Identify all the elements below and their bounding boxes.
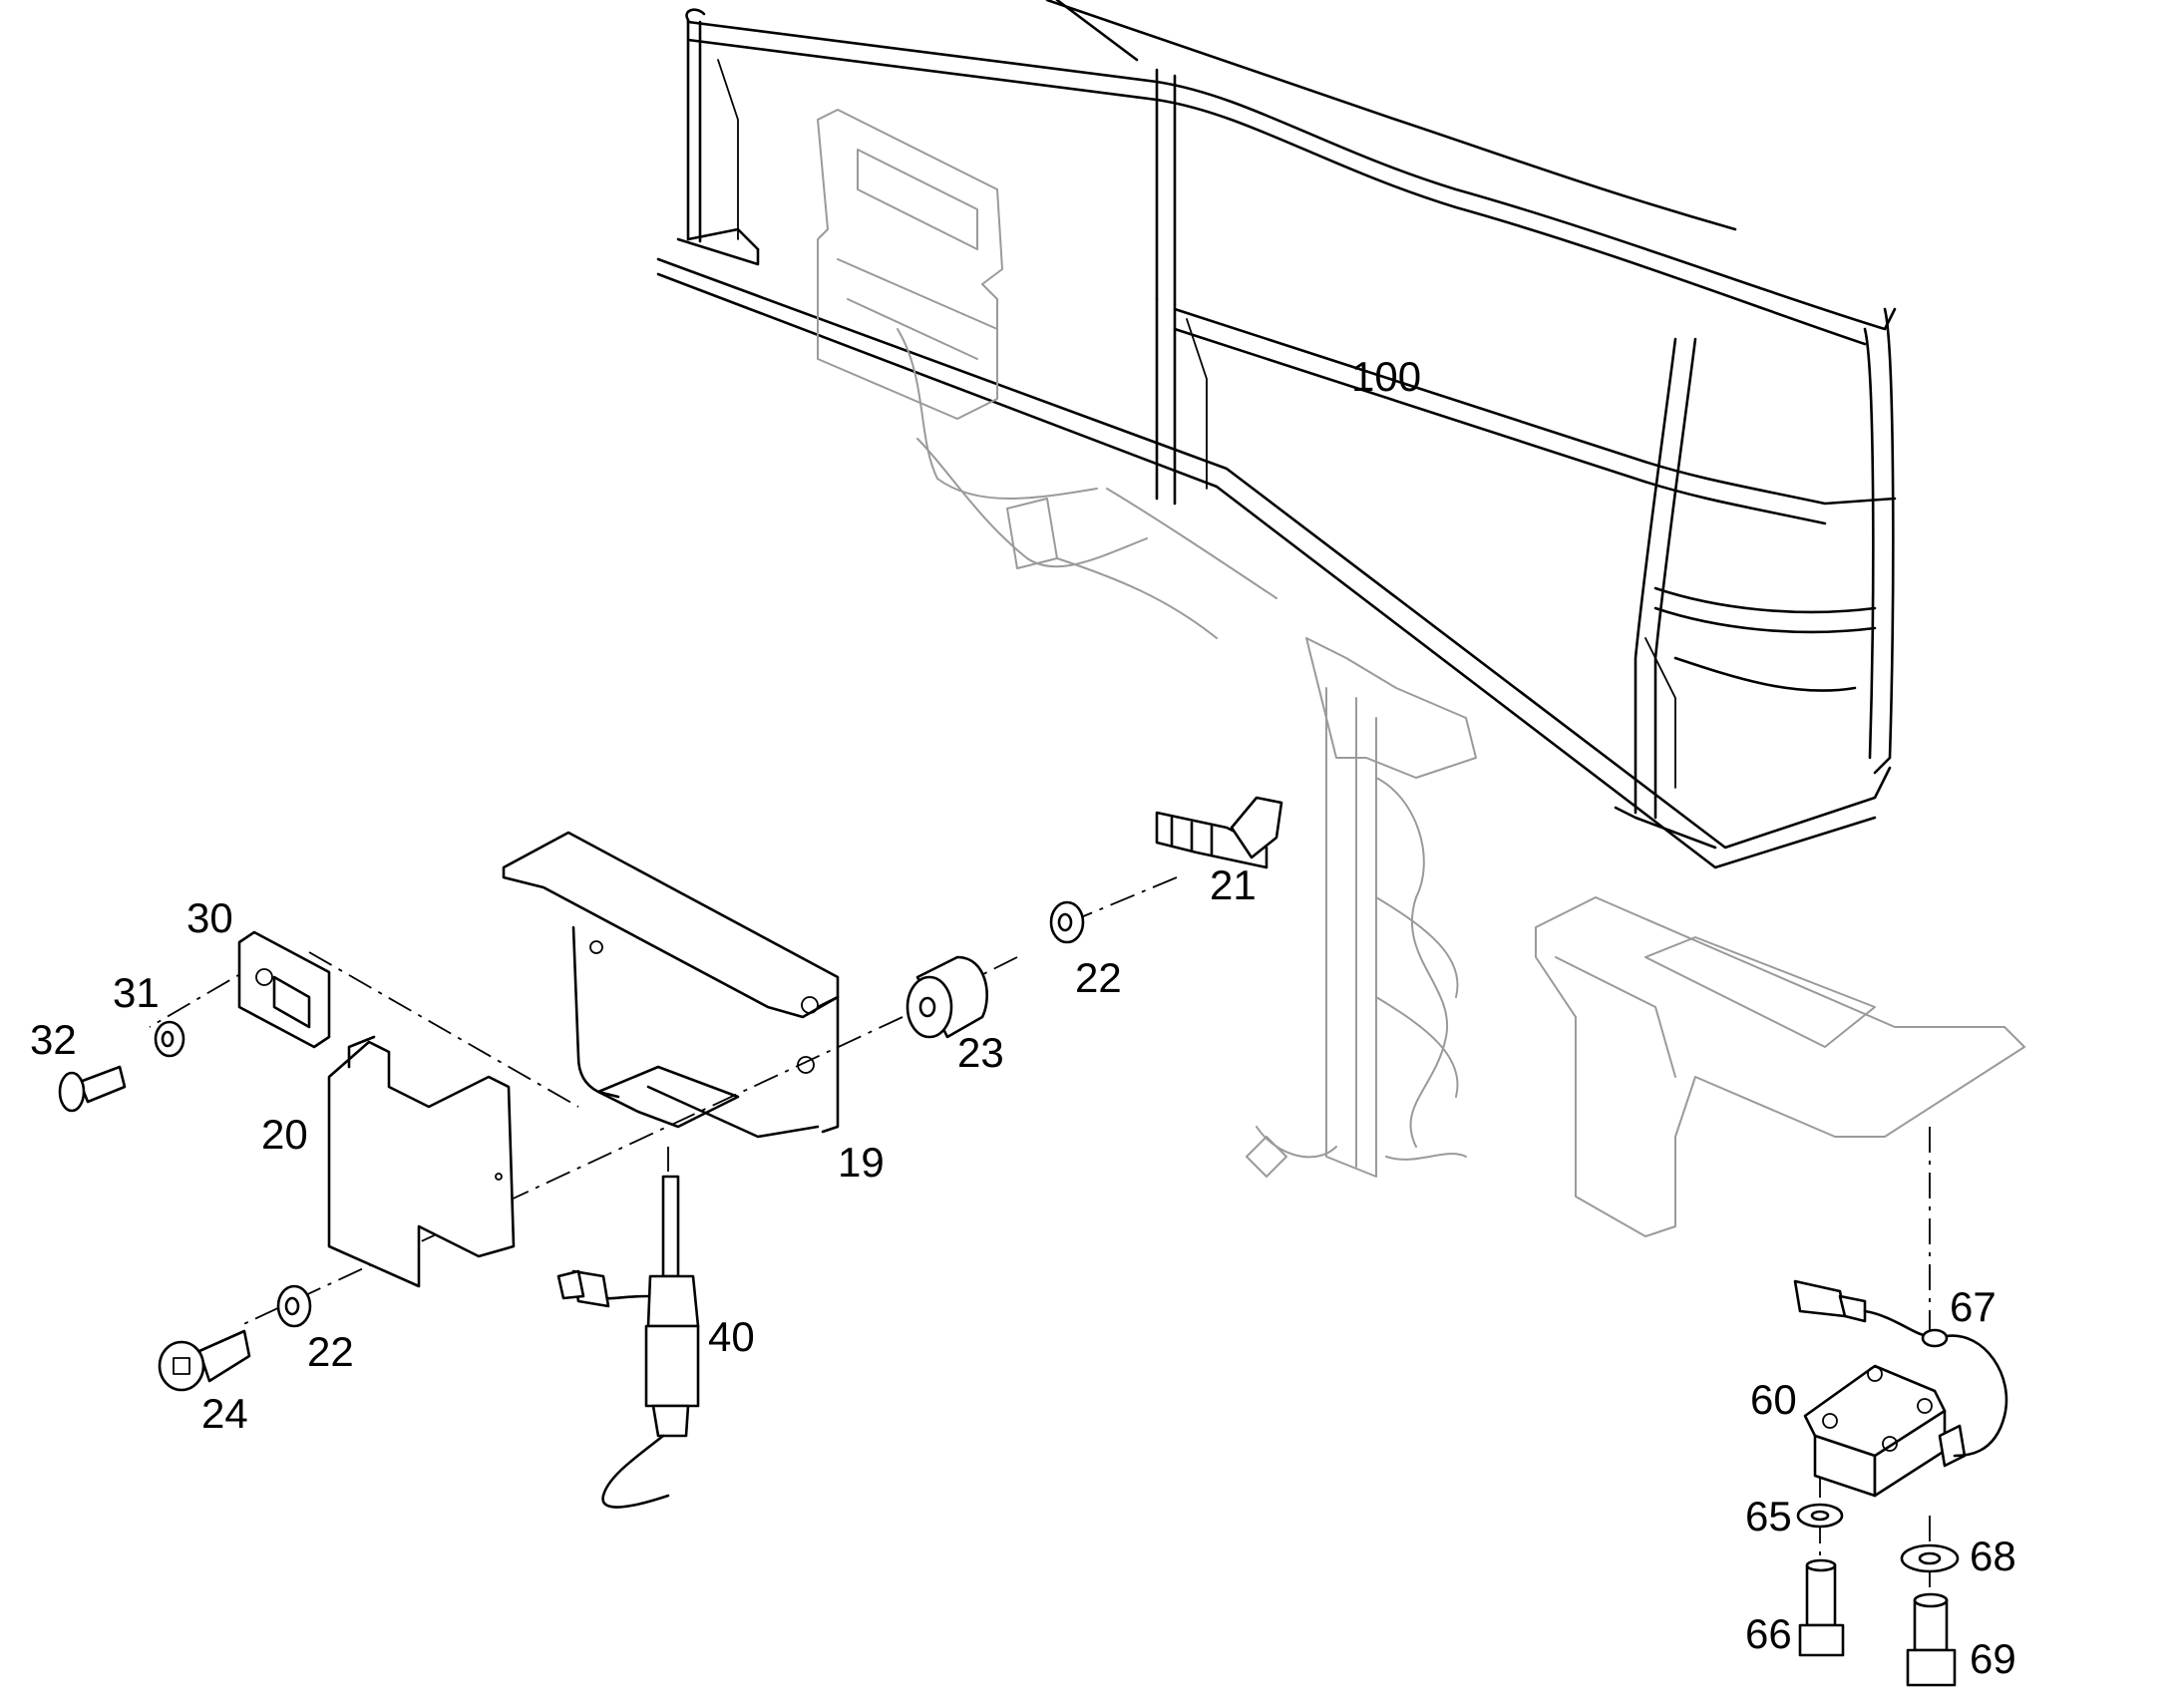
label-60: 60	[1750, 1376, 1797, 1423]
part-66-screw	[1798, 1558, 1845, 1657]
part-20-cover	[327, 1035, 516, 1288]
label-24: 24	[201, 1390, 248, 1437]
label-40: 40	[708, 1313, 755, 1360]
label-19: 19	[838, 1139, 885, 1186]
label-100: 100	[1351, 353, 1421, 400]
part-labels: 100 21 22 23 19 30 31 32 20 22 24 40 67 …	[30, 353, 2016, 1682]
label-68: 68	[1970, 1533, 2016, 1579]
control-column-ghost	[1246, 637, 1477, 1178]
label-32: 32	[30, 1016, 77, 1063]
part-21-bolt	[1155, 796, 1283, 869]
label-65: 65	[1745, 1493, 1792, 1539]
label-20: 20	[261, 1111, 308, 1158]
mounting-bracket-ghost	[1535, 896, 2025, 1237]
part-24-cap-screw	[158, 1329, 251, 1392]
part-69-screw	[1906, 1592, 1957, 1687]
part-30-clip	[237, 930, 331, 1049]
label-23: 23	[957, 1029, 1004, 1076]
label-22-upper: 22	[1075, 954, 1122, 1001]
part-22-washer-upper	[1049, 900, 1085, 944]
part-40-sensor	[556, 1175, 700, 1509]
part-31-washer	[154, 1020, 185, 1058]
label-67: 67	[1950, 1283, 1997, 1330]
label-22-lower: 22	[307, 1328, 354, 1375]
part-23-spacer	[906, 955, 988, 1039]
part-68-washer	[1900, 1543, 1960, 1573]
part-32-screw	[58, 1065, 127, 1113]
platform-basket	[656, 0, 1897, 869]
part-67-cable-connector	[1793, 1279, 2008, 1458]
label-21: 21	[1210, 861, 1257, 908]
label-66: 66	[1745, 1610, 1792, 1657]
part-19-guard-bracket	[502, 831, 840, 1139]
part-22-washer-lower	[276, 1284, 312, 1328]
part-60-switch-box	[1803, 1364, 1967, 1498]
label-30: 30	[186, 894, 233, 941]
label-69: 69	[1970, 1635, 2016, 1682]
basket-control-panel-ghost	[817, 109, 1277, 639]
label-31: 31	[113, 969, 160, 1016]
part-65-washer	[1796, 1503, 1844, 1529]
